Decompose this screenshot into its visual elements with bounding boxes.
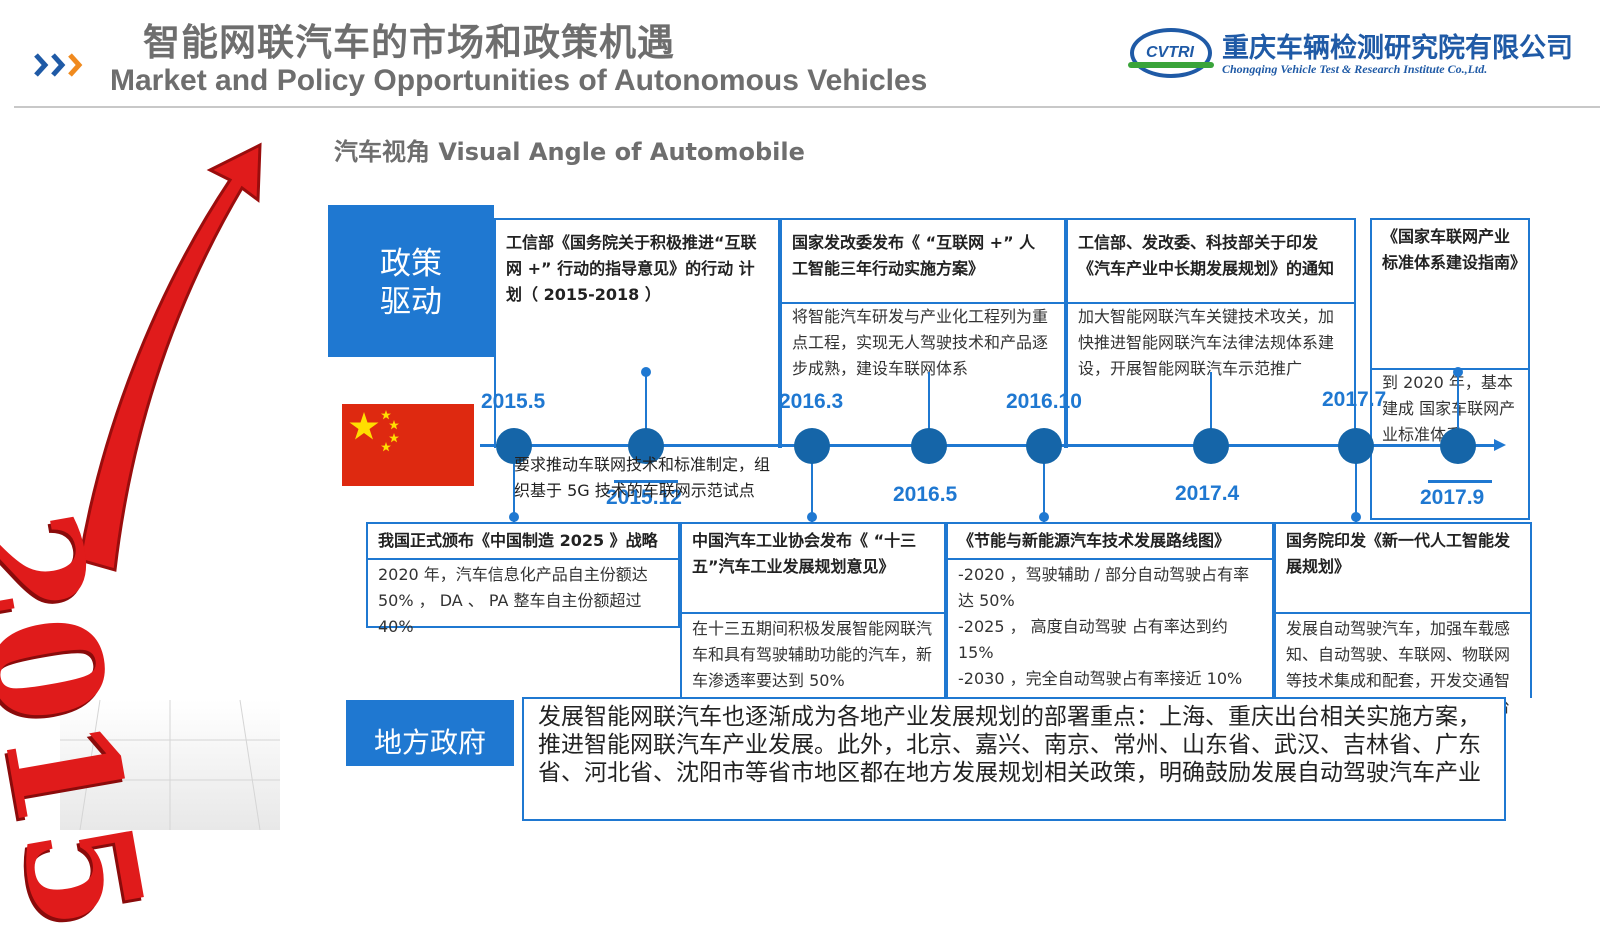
policy-box-head: 工信部、发改委、科技部关于印发《汽车产业中长期发展规划》的通知: [1078, 233, 1335, 278]
timeline-stem: [1210, 372, 1212, 444]
page-title: 智能网联汽车的市场和政策机遇: [143, 21, 675, 64]
policy-box-body: 将智能汽车研发与产业化工程列为重点工程，实现无人驾驶技术和产品逐步成熟，建设车联…: [792, 307, 1049, 378]
policy-box-2016-3: 国家发改委发布《 “互联网 +” 人 工智能三年行动实施方案》 将智能汽车研发与…: [780, 218, 1066, 448]
timeline-stem: [1043, 446, 1045, 522]
company-name-cn: 重庆车辆检测研究院有限公司: [1222, 33, 1573, 64]
local-label-text: 地方政府: [373, 726, 486, 759]
policy-box-head: 工信部《国务院关于积极推进“互联网 +” 行动的指导意见》的行动 计划（ 201…: [506, 233, 757, 304]
policy-box-body: 加大智能网联汽车关键技术攻关，加快推进智能网联汽车法律法规体系建设，开展智能网联…: [1078, 307, 1335, 378]
date-label: 2017.4: [1175, 482, 1240, 505]
section-title: 汽车视角 Visual Angle of Automobile: [334, 138, 805, 166]
event-note-2015-12: 要求推动车联网技术和标准制定，组织基于 5G 技术的车联网示范试点: [514, 455, 771, 500]
timeline-dot-2016-10: [1026, 428, 1062, 464]
box-divider: [1276, 612, 1530, 614]
policy-box-head: 《节能与新能源汽车技术发展路线图》: [958, 531, 1231, 550]
timeline-stem: [1457, 372, 1459, 444]
timeline-dot-2017-4: [1193, 428, 1229, 464]
box-divider: [782, 302, 1064, 304]
date-label: 2017.7: [1322, 388, 1387, 411]
company-logo: CVTRI 重庆车辆检测研究院有限公司 Chongqing Vehicle Te…: [1128, 26, 1600, 86]
timeline-dot-2017-9: [1440, 428, 1476, 464]
box-divider: [948, 558, 1272, 560]
chevron-arrows-icon: [34, 53, 83, 77]
date-label: 2015.5: [481, 390, 546, 413]
timeline-stem: [928, 372, 930, 444]
decorative-growth-image: 2015: [0, 140, 280, 942]
policy-box-head: 中国汽车工业协会发布《 “十三五”汽车工业发展规划意见》: [692, 531, 917, 576]
box-divider: [682, 612, 944, 614]
timeline-stem: [811, 446, 813, 522]
policy-box-head: 《国家车联网产业标准体系建设指南》: [1382, 227, 1527, 272]
timeline-arrow-icon: [1494, 439, 1506, 451]
policy-driven-label: 政策 驱动: [328, 205, 494, 357]
date-label: 2017.9: [1420, 486, 1485, 509]
date-label: 2015.12: [606, 486, 682, 509]
policy-box-2016-10: 《节能与新能源汽车技术发展路线图》 -2020 ，驾驶辅助 / 部分自动驾驶占有…: [946, 522, 1274, 698]
box-divider: [1068, 302, 1354, 304]
stem-end-dot: [641, 367, 651, 377]
local-government-label: 地方政府: [346, 700, 514, 766]
timeline-dot-2016-5: [911, 428, 947, 464]
date-underline: [1428, 480, 1492, 483]
date-label: 2016.3: [779, 390, 844, 413]
stem-end-dot: [1453, 367, 1463, 377]
timeline-stem: [513, 446, 515, 522]
policy-box-head: 国家发改委发布《 “互联网 +” 人 工智能三年行动实施方案》: [792, 233, 1036, 278]
stem-end-dot: [509, 512, 519, 522]
date-label: 2016.5: [893, 483, 958, 506]
stem-end-dot: [807, 512, 817, 522]
policy-box-2015-5: 工信部《国务院关于积极推进“互联网 +” 行动的指导意见》的行动 计划（ 201…: [494, 218, 780, 448]
date-underline: [614, 480, 678, 483]
policy-box-2017-9: 《国家车联网产业标准体系建设指南》 到 2020 年，基本建成 国家车联网产业标…: [1370, 218, 1530, 520]
china-flag: [342, 404, 474, 486]
logo-emblem-icon: CVTRI: [1128, 28, 1214, 78]
flag-stars-icon: [349, 410, 399, 452]
policy-box-body: 到 2020 年，基本建成 国家车联网产业标准体系: [1382, 373, 1516, 444]
company-name-en: Chongqing Vehicle Test & Research Instit…: [1222, 62, 1488, 76]
policy-box-body: 在十三五期间积极发展智能网联汽车和具有驾驶辅助功能的汽车，新车渗透率要达到 50…: [692, 619, 933, 690]
rising-arrow-icon: [60, 142, 280, 831]
stem-end-dot: [1039, 512, 1049, 522]
local-government-text: 发展智能网联汽车也逐渐成为各地产业发展规划的部署重点：上海、重庆出台相关实施方案…: [522, 697, 1506, 821]
timeline-stem: [645, 372, 647, 444]
policy-box-head: 国务院印发《新一代人工智能发展规划》: [1286, 531, 1511, 576]
timeline-dot-2016-3: [794, 428, 830, 464]
policy-box-2016-5: 中国汽车工业协会发布《 “十三五”汽车工业发展规划意见》 在十三五期间积极发展智…: [680, 522, 946, 698]
policy-box-body: 2020 年，汽车信息化产品自主份额达 50% ， DA 、 PA 整车自主份额…: [378, 565, 648, 636]
logo-mark: CVTRI: [1146, 44, 1194, 61]
timeline-stem: [1355, 446, 1357, 522]
policy-box-2015-5-china-2025: 我国正式颁布《中国制造 2025 》战略 2020 年，汽车信息化产品自主份额达…: [366, 522, 680, 636]
timeline-dot-2015-5: [496, 428, 532, 464]
header-divider: [14, 106, 1600, 108]
policy-box-2017-7: 国务院印发《新一代人工智能发展规划》 发展自动驾驶汽车，加强车载感知、自动驾驶、…: [1274, 522, 1532, 716]
page-subtitle: Market and Policy Opportunities of Auton…: [110, 64, 928, 97]
box-divider: [368, 558, 678, 560]
date-label: 2016.10: [1006, 390, 1082, 413]
timeline-dot-2015-12: [628, 428, 664, 464]
timeline-dot-2017-7: [1338, 428, 1374, 464]
timeline-axis: [480, 444, 1496, 447]
policy-label-text: 政策 驱动: [380, 246, 442, 320]
stem-end-dot: [1351, 512, 1361, 522]
policy-box-body: -2020 ，驾驶辅助 / 部分自动驾驶占有率 达 50% -2025 ， 高度…: [958, 565, 1250, 688]
box-divider: [1372, 368, 1528, 370]
policy-box-head: 我国正式颁布《中国制造 2025 》战略: [378, 531, 658, 550]
